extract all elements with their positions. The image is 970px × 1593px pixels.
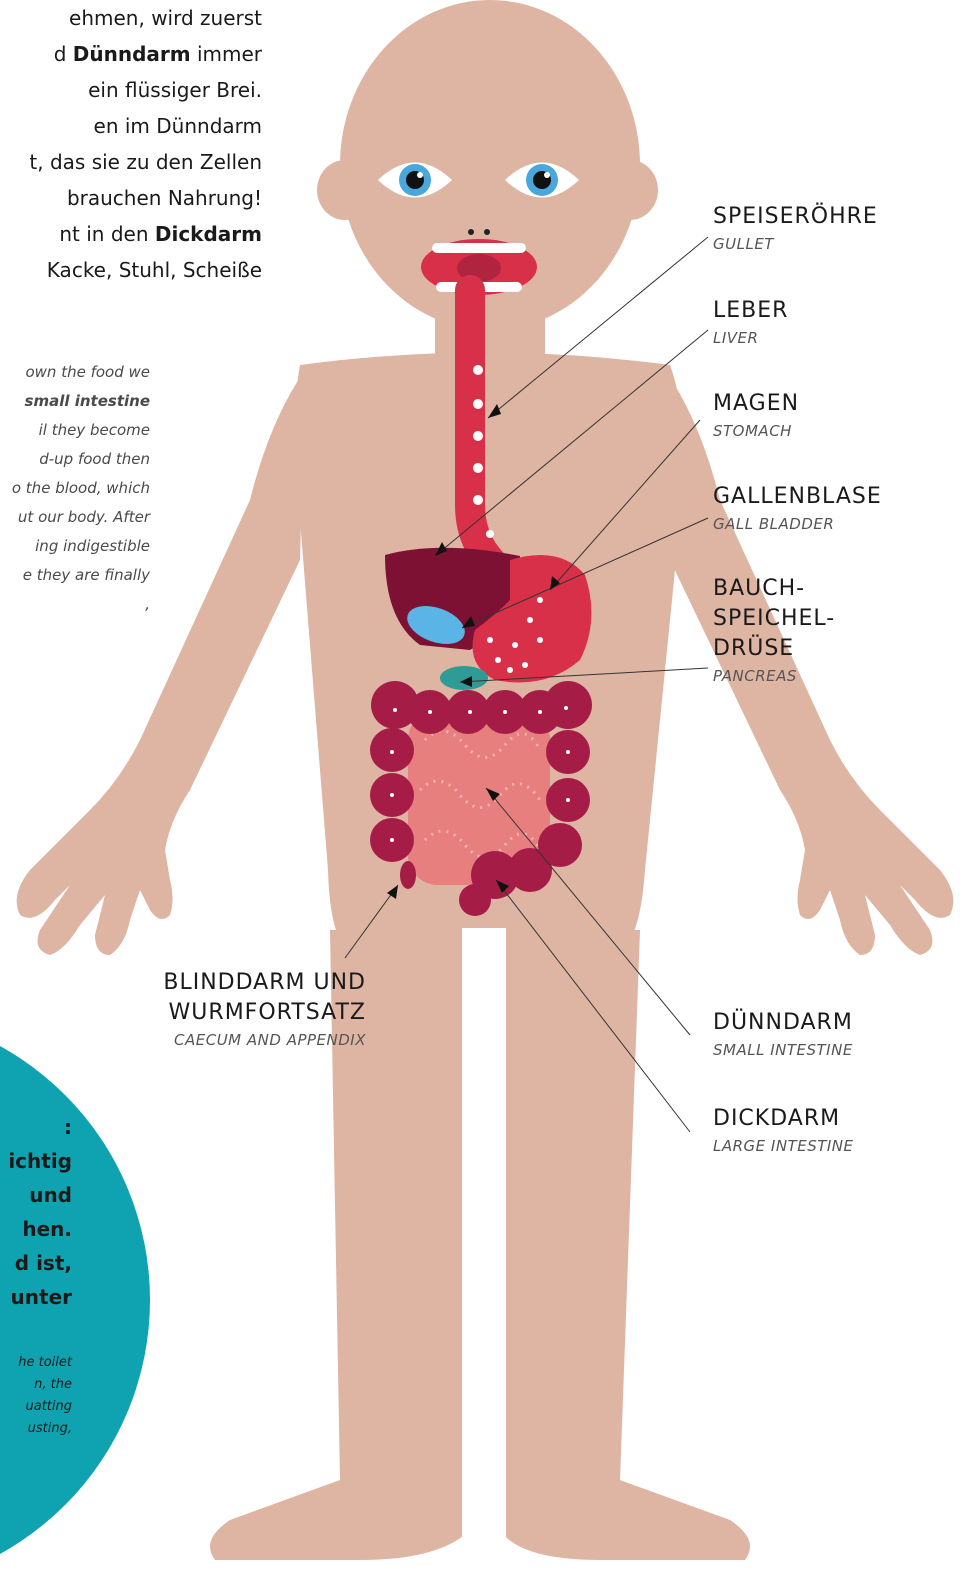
circle-line-5: d ist, <box>0 1246 72 1280</box>
label-stomach: MAGEN STOMACH <box>713 389 799 443</box>
circle-line-4: hen. <box>0 1212 72 1246</box>
intro-line-7: nt in den Dickdarm <box>0 216 262 252</box>
circle-small-4: usting, <box>0 1418 72 1440</box>
translation-line-9: , <box>0 590 150 619</box>
translation-line-1: own the food we <box>0 358 150 387</box>
label-small-intestine: DÜNNDARM SMALL INTESTINE <box>713 1008 853 1062</box>
circle-small-1: he toilet <box>0 1352 72 1374</box>
intro-line-1: ehmen, wird zuerst <box>0 0 262 36</box>
intro-line-5: t, das sie zu den Zellen <box>0 144 262 180</box>
translation-line-7: ing indigestible <box>0 532 150 561</box>
circle-line-2: ichtig <box>0 1144 72 1178</box>
circle-small-3: uatting <box>0 1396 72 1418</box>
circle-line-6: unter <box>0 1280 72 1314</box>
translation-line-5: o the blood, which <box>0 474 150 503</box>
pancreas <box>440 666 488 690</box>
intro-line-8: Kacke, Stuhl, Scheiße <box>0 252 262 288</box>
circle-text: : ichtig und hen. d ist, unter he toilet… <box>0 1110 72 1440</box>
intro-line-2: d Dünndarm immer <box>0 36 262 72</box>
term-duenndarm: Dünndarm <box>73 42 191 66</box>
label-gullet: SPEISERÖHRE GULLET <box>713 202 878 256</box>
label-caecum: BLINDDARM UND WURMFORTSATZ CAECUM AND AP… <box>130 968 366 1052</box>
circle-line-1: : <box>0 1110 72 1144</box>
intro-line-4: en im Dünndarm <box>0 108 262 144</box>
nostril <box>484 229 490 235</box>
leg-gap <box>462 928 506 1568</box>
translation-line-6: ut our body. After <box>0 503 150 532</box>
nostril <box>468 229 474 235</box>
translation-line-4: d-up food then <box>0 445 150 474</box>
label-large-intestine: DICKDARM LARGE INTESTINE <box>713 1104 854 1158</box>
term-dickdarm: Dickdarm <box>155 222 262 246</box>
translation-line-8: e they are finally <box>0 561 150 590</box>
translation-line-2: small intestine <box>0 387 150 416</box>
translation-line-3: il they become <box>0 416 150 445</box>
intro-text: ehmen, wird zuerst d Dünndarm immer ein … <box>0 0 262 288</box>
intro-line-6: brauchen Nahrung! <box>0 180 262 216</box>
label-pancreas: BAUCH- SPEICHEL- DRÜSE PANCREAS <box>713 574 835 688</box>
label-liver: LEBER LIVER <box>713 296 788 350</box>
translation-text: own the food we small intestine il they … <box>0 358 150 619</box>
circle-line-3: und <box>0 1178 72 1212</box>
label-gall-bladder: GALLENBLASE GALL BLADDER <box>713 482 882 536</box>
circle-small-2: n, the <box>0 1374 72 1396</box>
intro-line-3: ein flüssiger Brei. <box>0 72 262 108</box>
